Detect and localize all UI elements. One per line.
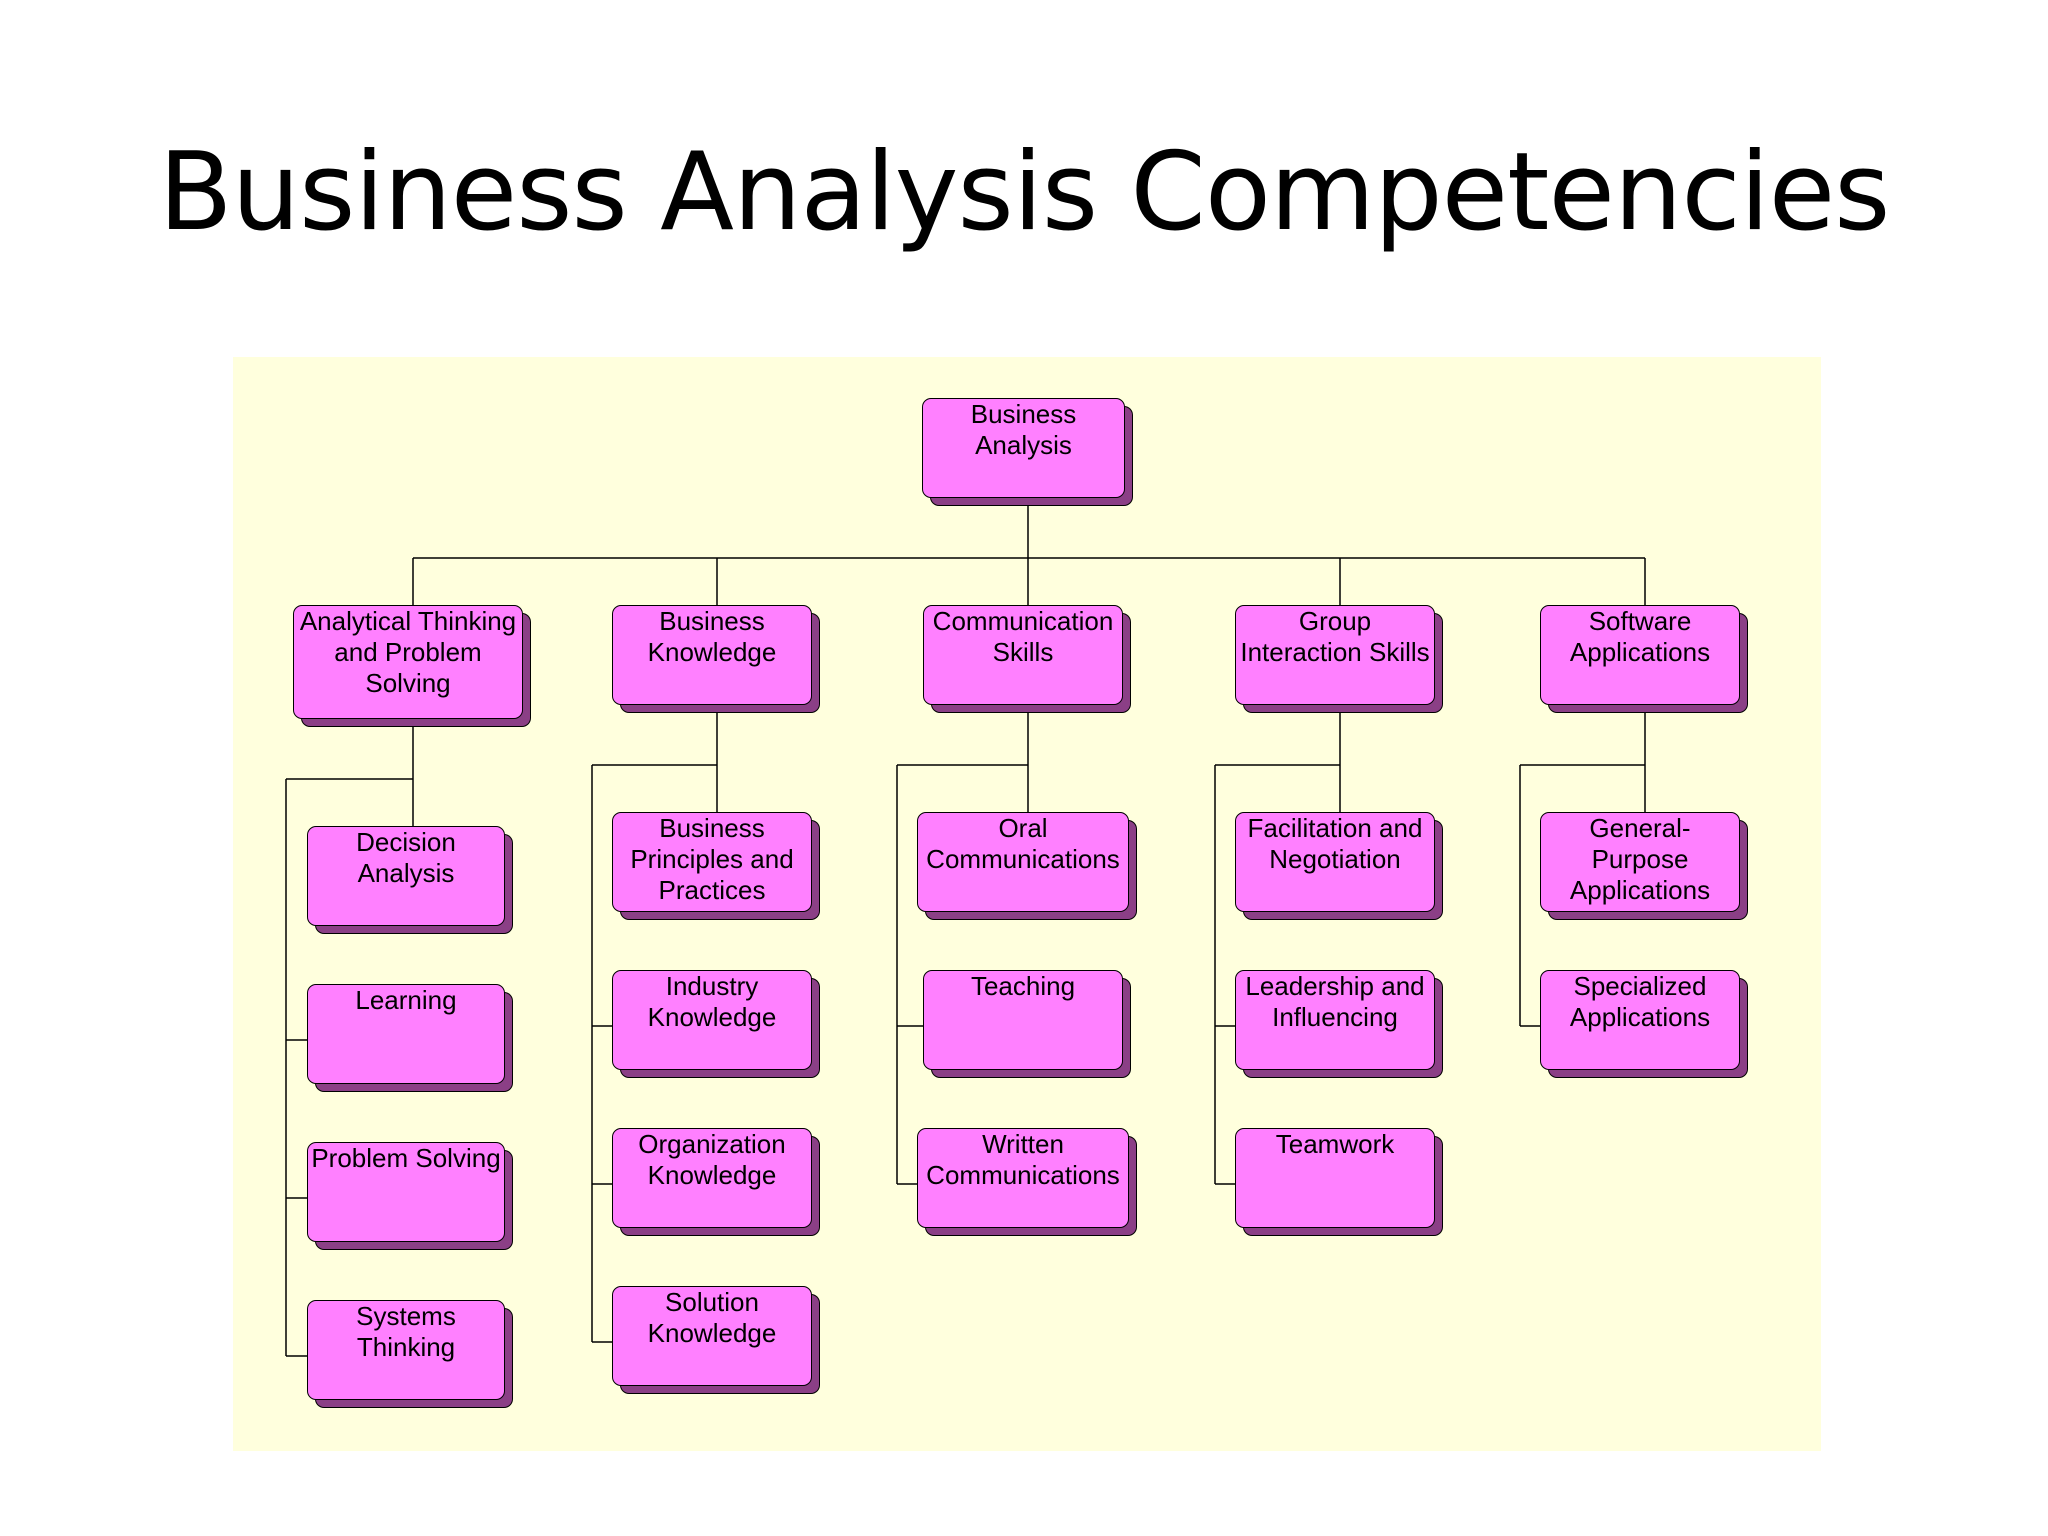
node-label: Industry Knowledge — [647, 971, 777, 1032]
node-systems-thinking: Systems Thinking — [307, 1300, 505, 1400]
node-oral-communications: Oral Communications — [917, 812, 1129, 912]
node-label: Systems Thinking — [356, 1301, 456, 1362]
node-label: Leadership and Influencing — [1245, 971, 1425, 1032]
node-label: Teaching — [970, 971, 1076, 1001]
node-industry-knowledge: Industry Knowledge — [612, 970, 812, 1070]
node-label: Specialized Applications — [1569, 971, 1711, 1032]
node-label: Organization Knowledge — [638, 1129, 786, 1190]
node-label: Analytical Thinking and Problem Solving — [299, 606, 517, 698]
node-label: Group Interaction Skills — [1240, 606, 1430, 667]
node-solution-knowledge: Solution Knowledge — [612, 1286, 812, 1386]
node-specialized-applications: Specialized Applications — [1540, 970, 1740, 1070]
node-label: Written Communications — [926, 1129, 1120, 1190]
node-business-principles: Business Principles and Practices — [612, 812, 812, 912]
node-label: Decision Analysis — [356, 827, 456, 888]
node-label: Problem Solving — [311, 1143, 501, 1173]
node-teaching: Teaching — [923, 970, 1123, 1070]
node-label: Business Analysis — [970, 399, 1077, 460]
node-organization-knowledge: Organization Knowledge — [612, 1128, 812, 1228]
node-decision-analysis: Decision Analysis — [307, 826, 505, 926]
node-label: Business Knowledge — [647, 606, 777, 667]
node-label: Learning — [355, 985, 457, 1015]
node-label: Business Principles and Practices — [630, 813, 794, 905]
node-category-software: Software Applications — [1540, 605, 1740, 705]
node-category-analytical: Analytical Thinking and Problem Solving — [293, 605, 523, 719]
node-label: General-Purpose Applications — [1569, 813, 1711, 905]
node-root: Business Analysis — [922, 398, 1125, 498]
node-category-communication: Communication Skills — [923, 605, 1123, 705]
node-category-group-interaction: Group Interaction Skills — [1235, 605, 1435, 705]
node-label: Oral Communications — [926, 813, 1120, 874]
node-learning: Learning — [307, 984, 505, 1084]
node-problem-solving: Problem Solving — [307, 1142, 505, 1242]
node-label: Software Applications — [1569, 606, 1711, 667]
node-label: Teamwork — [1275, 1129, 1395, 1159]
node-label: Facilitation and Negotiation — [1247, 813, 1423, 874]
node-teamwork: Teamwork — [1235, 1128, 1435, 1228]
node-facilitation-negotiation: Facilitation and Negotiation — [1235, 812, 1435, 912]
slide-title: Business Analysis Competencies — [158, 130, 1891, 255]
node-label: Communication Skills — [932, 606, 1114, 667]
node-leadership-influencing: Leadership and Influencing — [1235, 970, 1435, 1070]
node-written-communications: Written Communications — [917, 1128, 1129, 1228]
node-category-business-knowledge: Business Knowledge — [612, 605, 812, 705]
node-general-purpose-applications: General-Purpose Applications — [1540, 812, 1740, 912]
node-label: Solution Knowledge — [647, 1287, 777, 1348]
